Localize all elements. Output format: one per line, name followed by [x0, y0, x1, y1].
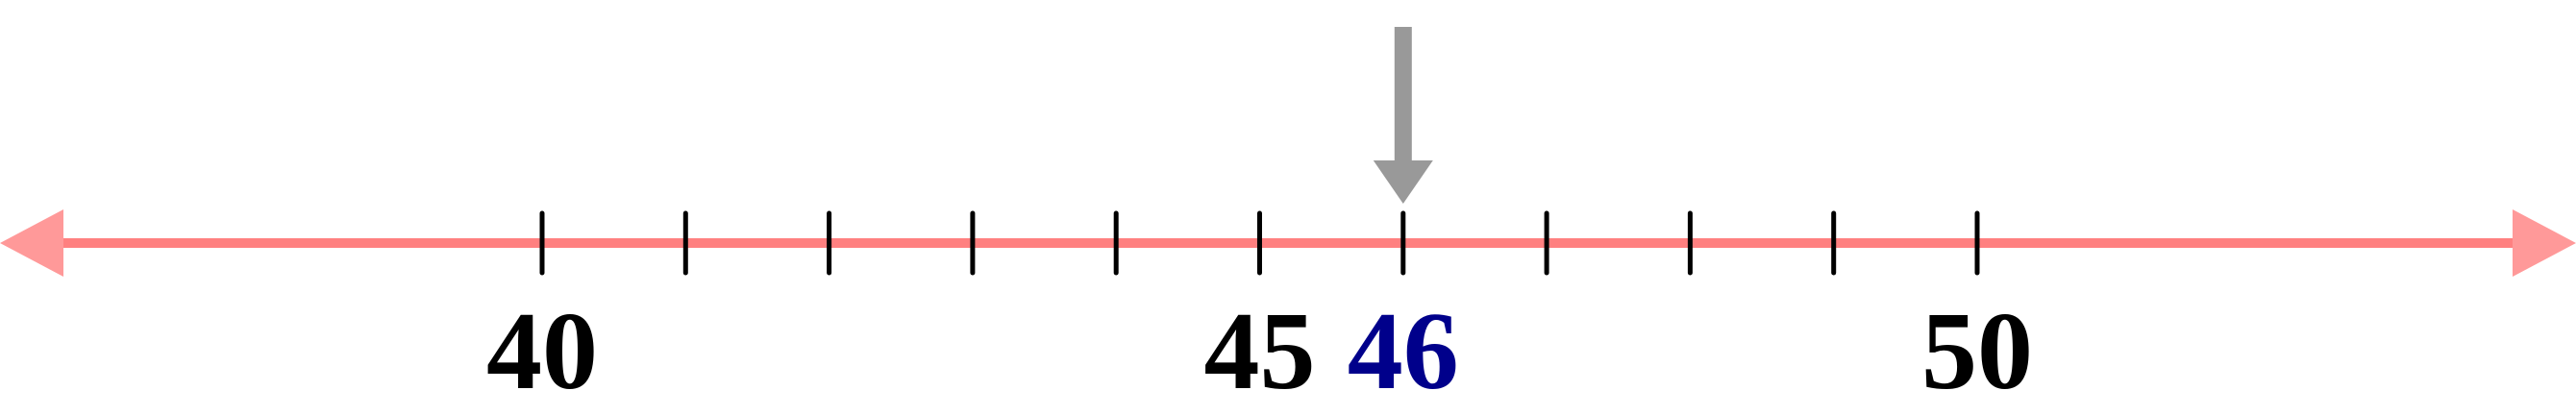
tick-label-40: 40 — [486, 290, 598, 413]
pointer-shaft — [1394, 27, 1412, 163]
pointer-head — [1373, 160, 1433, 204]
tick-label-50: 50 — [1921, 290, 2033, 413]
right-arrowhead-icon — [2513, 209, 2576, 277]
tick-label-45: 45 — [1204, 290, 1316, 413]
tick-label-46-highlighted: 46 — [1348, 290, 1459, 413]
tick-labels: 40 45 46 50 — [486, 290, 2033, 413]
number-line — [0, 209, 2576, 277]
tick-marks — [539, 210, 1980, 276]
left-arrowhead-icon — [0, 209, 63, 277]
down-arrow-icon — [1373, 27, 1433, 204]
